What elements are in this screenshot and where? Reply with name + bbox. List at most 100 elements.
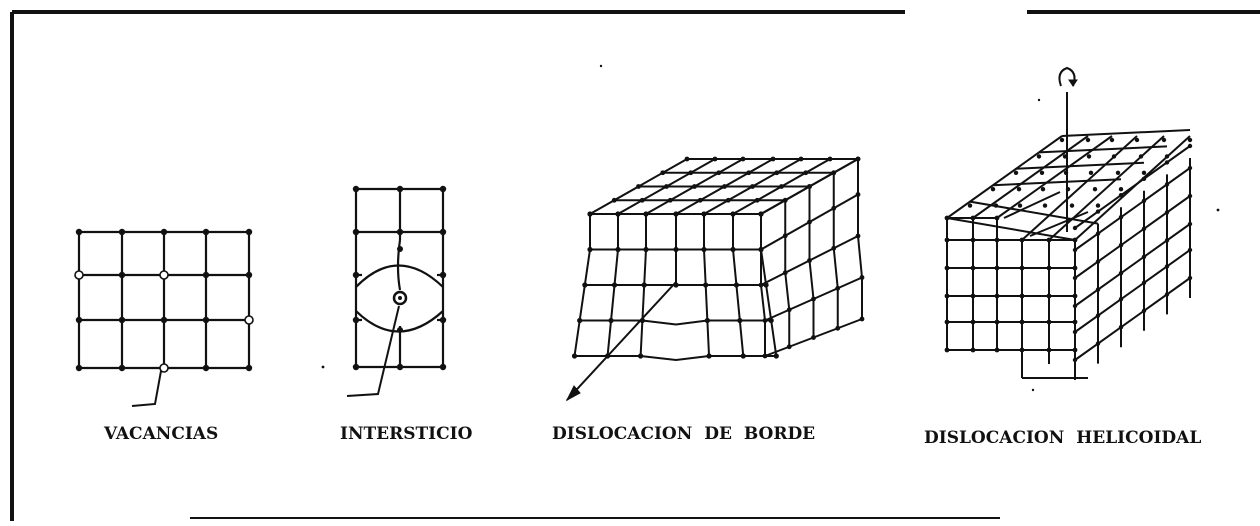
atom — [75, 364, 83, 372]
lattice-bond — [1074, 167, 1191, 251]
interstitial-pointer — [346, 305, 400, 397]
atom — [587, 246, 593, 253]
interstitial-atom-core — [398, 296, 402, 300]
atom — [944, 237, 950, 243]
atom — [1115, 170, 1121, 175]
atom — [993, 203, 999, 208]
rotation-arrow-head — [1068, 79, 1078, 87]
lattice-bond — [645, 158, 744, 215]
atom — [944, 347, 950, 353]
atom — [1042, 203, 1048, 208]
lattice-bond — [1074, 145, 1191, 229]
label-edge-dislocation: DISLOCACION DE BORDE — [552, 424, 816, 444]
lattice-bond — [857, 159, 863, 319]
atom — [582, 282, 588, 288]
lattice-bond — [946, 217, 1076, 241]
atom — [970, 293, 976, 299]
atom — [730, 246, 736, 253]
atom — [577, 317, 583, 324]
vacancy-site — [74, 270, 84, 280]
atom — [439, 363, 447, 371]
lattice-bond — [996, 135, 1113, 219]
burgers-vector — [566, 281, 677, 401]
atom — [245, 271, 253, 279]
atom — [970, 347, 976, 353]
atom — [608, 317, 614, 324]
atom — [967, 203, 973, 208]
speck — [599, 64, 603, 68]
atom — [615, 246, 621, 253]
atom — [396, 228, 404, 236]
atom — [701, 246, 707, 253]
atom — [1059, 137, 1065, 143]
atom — [439, 185, 447, 193]
atom — [944, 319, 950, 325]
atom — [1036, 154, 1042, 159]
atom — [703, 282, 709, 288]
atom — [1085, 137, 1091, 143]
lattice-bond — [732, 158, 831, 215]
vacancy-site — [159, 270, 169, 280]
lattice-bond — [675, 158, 774, 215]
lattice-bond — [617, 158, 716, 215]
atom — [1138, 154, 1144, 159]
atom — [396, 363, 404, 371]
atom — [1046, 265, 1052, 271]
atom — [1019, 265, 1025, 271]
label-interstitial: INTERSTICIO — [340, 424, 473, 444]
lattice-bond — [760, 235, 859, 286]
atom — [439, 271, 447, 279]
atom — [1187, 137, 1193, 143]
atom — [1092, 187, 1098, 192]
atom — [1069, 203, 1075, 208]
lattice-bond — [764, 318, 863, 357]
atom — [1039, 170, 1045, 175]
label-vacancies: VACANCIAS — [104, 424, 219, 444]
atom — [737, 317, 743, 324]
atom — [352, 271, 360, 279]
atom — [1017, 203, 1023, 208]
atom — [704, 317, 710, 324]
atom — [970, 237, 976, 243]
atom — [202, 228, 210, 236]
lattice-bond — [1021, 135, 1138, 241]
rotation-arrow — [1058, 66, 1076, 87]
atom — [1016, 187, 1022, 192]
atom — [1040, 187, 1046, 192]
lattice-bond — [1038, 145, 1168, 154]
atom — [706, 353, 712, 359]
atom — [1046, 319, 1052, 325]
atom — [202, 316, 210, 324]
atom — [118, 316, 126, 324]
atom — [160, 316, 168, 324]
lattice-bond — [579, 319, 772, 326]
atom — [118, 228, 126, 236]
atom — [1088, 170, 1094, 175]
atom — [352, 185, 360, 193]
atom — [944, 265, 950, 271]
atom — [1111, 154, 1117, 159]
atom — [643, 246, 649, 253]
atom — [994, 319, 1000, 325]
atom — [773, 353, 779, 359]
atom — [352, 316, 360, 324]
atom — [990, 187, 996, 192]
specks — [321, 64, 1220, 392]
atom — [245, 364, 253, 372]
lattice-bond — [972, 135, 1089, 219]
atom — [641, 282, 647, 288]
atom — [1013, 170, 1019, 175]
atom — [970, 265, 976, 271]
lattice-bond — [992, 178, 1122, 187]
atom — [202, 364, 210, 372]
atom — [638, 353, 644, 359]
atom — [439, 228, 447, 236]
speck — [1037, 98, 1041, 102]
atom — [352, 228, 360, 236]
atom — [118, 364, 126, 372]
atom — [1164, 154, 1170, 159]
lattice-bond — [760, 193, 859, 251]
vacancies-lattice — [74, 228, 254, 407]
dislocation-line — [1029, 211, 1089, 237]
